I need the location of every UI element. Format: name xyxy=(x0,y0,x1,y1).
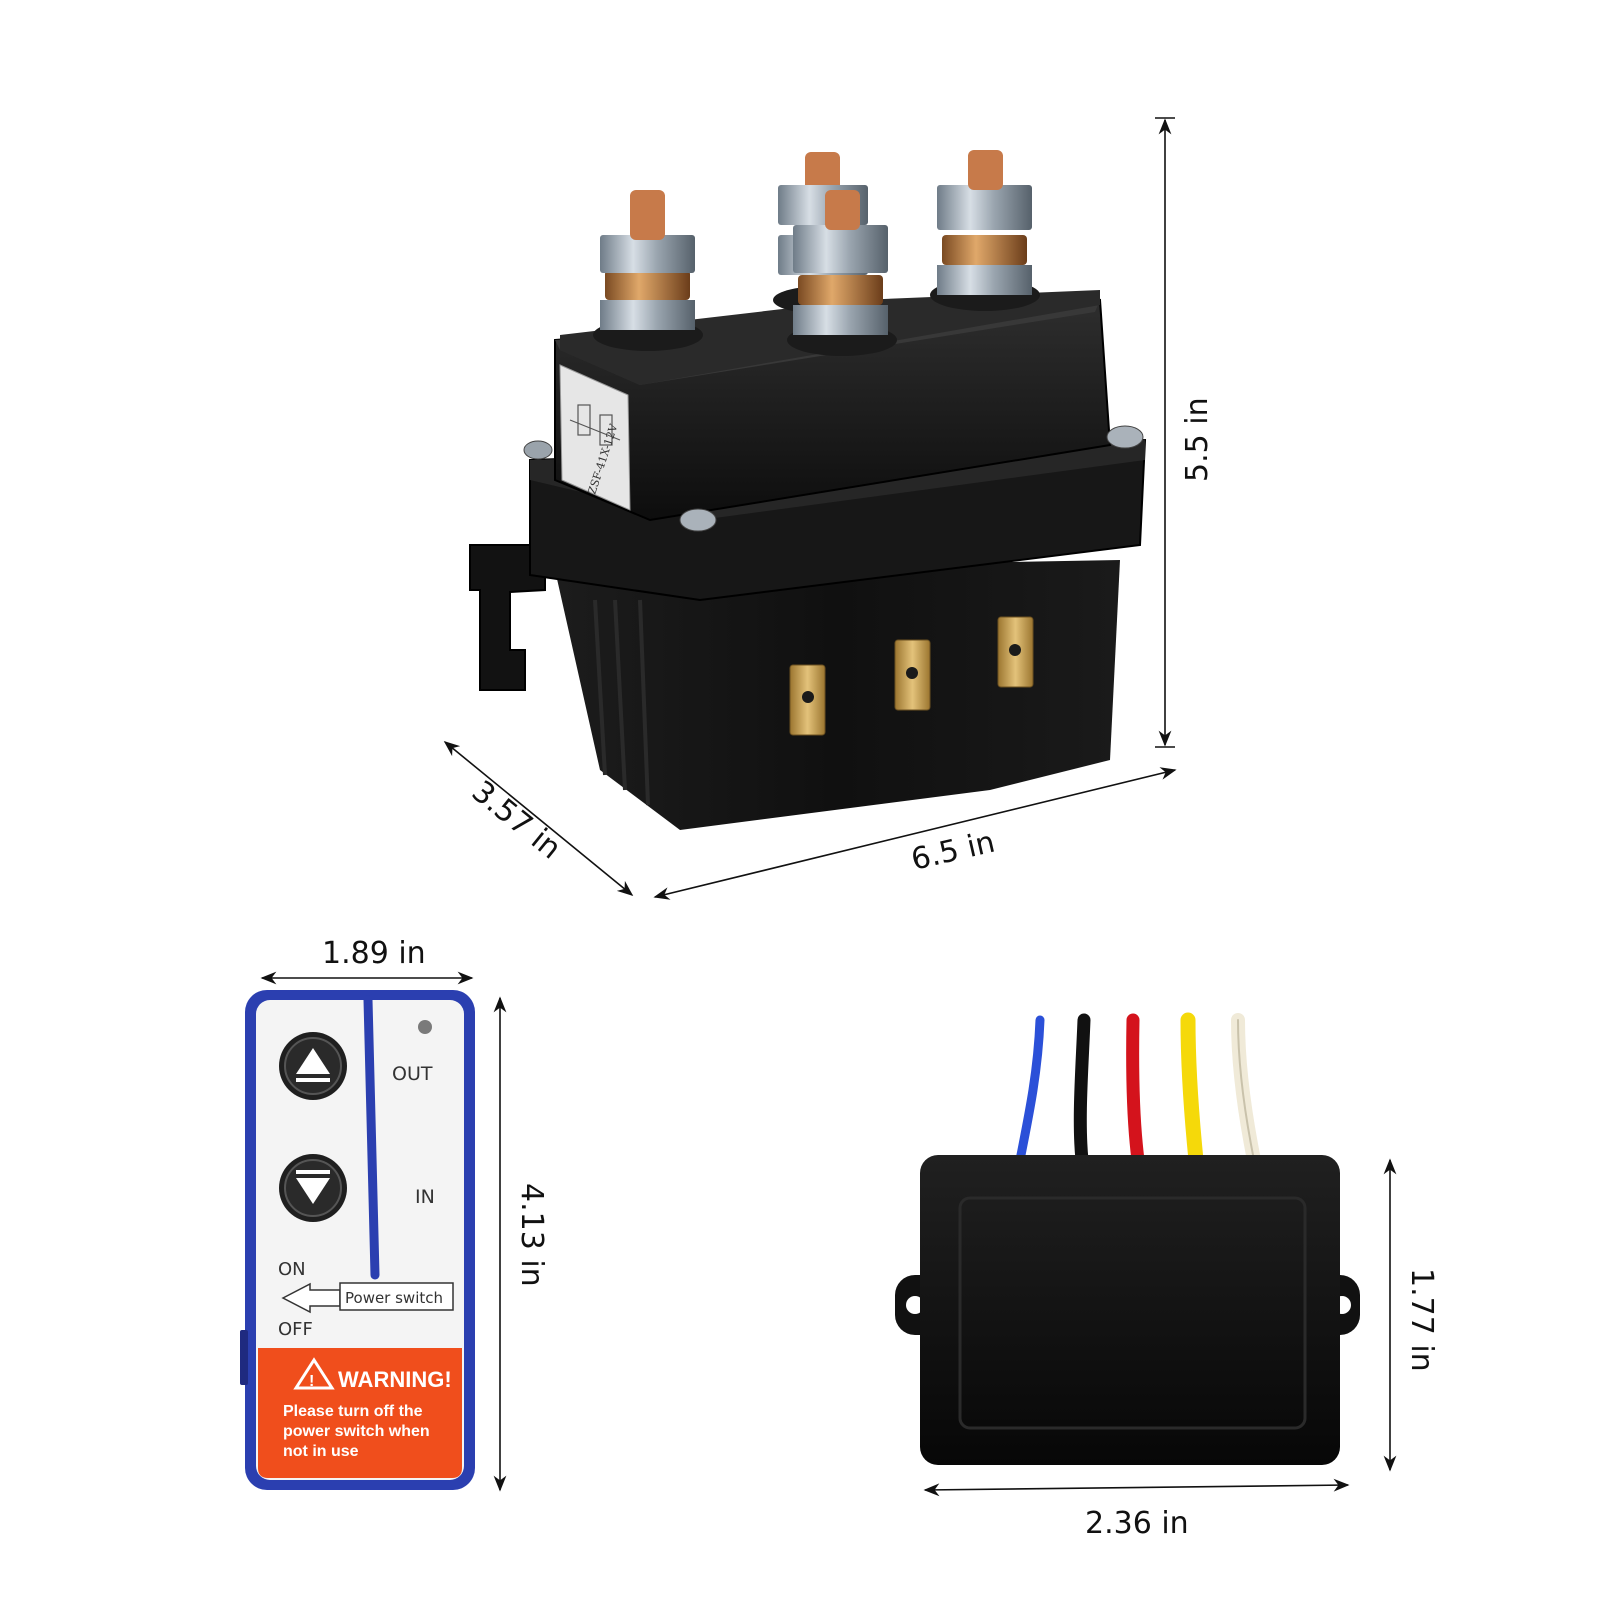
receiver-body xyxy=(920,1155,1340,1465)
contactor-label-sticker: ZSF-41X-12V xyxy=(559,364,631,511)
wireless-remote: OUT IN ON Power switch OFF ! WARNING! Pl… xyxy=(240,990,475,1490)
warning-line-3: not in use xyxy=(283,1443,359,1460)
remote-divider xyxy=(363,995,380,1280)
off-label: OFF xyxy=(278,1319,313,1340)
height-label: 5.5 in xyxy=(1180,397,1215,482)
power-switch-indicator: Power switch xyxy=(281,1282,454,1314)
receiver-width-label: 2.36 in xyxy=(1085,1506,1189,1541)
wire-red xyxy=(1126,1013,1145,1167)
terminal-post xyxy=(787,190,897,356)
depth-label: 3.57 in xyxy=(465,774,568,866)
terminal-post xyxy=(930,150,1040,311)
warning-label: ! WARNING! Please turn off the power swi… xyxy=(258,1348,462,1478)
out-button[interactable] xyxy=(279,1032,347,1100)
in-button[interactable] xyxy=(279,1154,347,1222)
arrow-up-icon xyxy=(296,1048,330,1074)
svg-text:!: ! xyxy=(309,1373,314,1390)
receiver-height-dimension: 1.77 in xyxy=(1383,1158,1439,1472)
receiver-width-dimension: 2.36 in xyxy=(923,1478,1350,1541)
in-label: IN xyxy=(415,1186,435,1208)
warning-triangle-icon xyxy=(293,1357,335,1390)
receiver-wires xyxy=(1015,1012,1261,1168)
contactor-height-dimension: 5.5 in xyxy=(1155,117,1215,748)
wire-blue xyxy=(1015,1015,1045,1165)
remote-height-dimension: 4.13 in xyxy=(493,996,549,1492)
power-switch-label: Power switch xyxy=(345,1289,443,1307)
warning-line-1: Please turn off the xyxy=(283,1403,423,1420)
remote-height-label: 4.13 in xyxy=(514,1183,549,1287)
wire-black xyxy=(1073,1013,1091,1167)
power-switch[interactable] xyxy=(240,1330,248,1385)
warning-title: WARNING! xyxy=(338,1367,452,1392)
out-label: OUT xyxy=(392,1063,433,1085)
remote-width-label: 1.89 in xyxy=(322,936,426,971)
remote-width-dimension: 1.89 in xyxy=(260,936,474,985)
wire-white xyxy=(1231,1013,1261,1167)
contactor-lower-body xyxy=(555,560,1120,830)
wire-yellow xyxy=(1180,1012,1204,1168)
on-label: ON xyxy=(278,1259,306,1280)
terminal-post xyxy=(593,190,703,351)
winch-contactor: ZSF-41X-12V xyxy=(469,150,1147,830)
spade-terminals xyxy=(789,616,1034,736)
warning-line-2: power switch when xyxy=(283,1423,430,1440)
wireless-receiver xyxy=(895,1012,1360,1465)
screw-heads xyxy=(523,425,1144,532)
led-indicator xyxy=(418,1020,432,1034)
arrow-down-icon xyxy=(296,1178,330,1204)
receiver-height-label: 1.77 in xyxy=(1404,1268,1439,1372)
